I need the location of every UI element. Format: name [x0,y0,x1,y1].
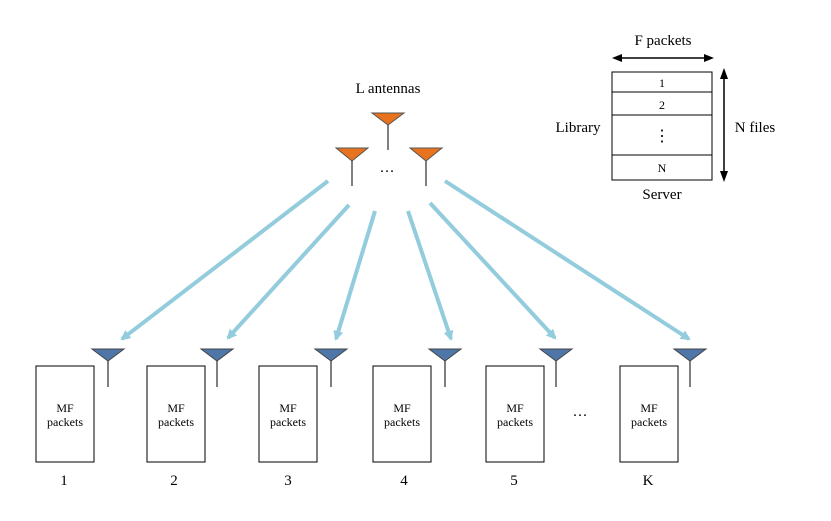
library-box [611,71,713,181]
user-cache-box [258,365,318,463]
f-packets-arrow-right-head [704,54,714,62]
base-antenna [370,112,406,150]
user-cache-line1: MF [167,401,185,415]
server-caption: Server [642,187,681,203]
user-cache-line1: MF [506,401,524,415]
arrow-to-user-1 [120,179,330,341]
base-antenna [408,147,444,186]
user-antenna-icon [427,348,463,362]
library-row-1: 1 [659,76,665,90]
users: MFpackets1MFpackets2MFpackets3MFpackets4… [35,348,708,489]
base-station: L antennas ··· [334,81,444,186]
arrow-to-user-k [443,179,691,341]
user-cache-box [146,365,206,463]
library-row-n: N [658,161,667,175]
user-label: 4 [400,473,408,489]
arrow-to-user-3 [333,210,377,341]
f-packets-arrow-left-head [612,54,622,62]
user-label: 2 [170,473,178,489]
arrow-to-user-4 [406,210,454,341]
user-antenna-icon [199,348,235,362]
server: F packets 1 2 ⋮ N Library Server N files [556,33,776,203]
user-label: K [643,473,654,489]
user-label: 5 [510,473,518,489]
library-row-vdots: ⋮ [654,128,670,145]
user-cache-box [619,365,679,463]
user-cache-line2: packets [270,415,306,429]
user-antenna-icon [313,348,349,362]
base-station-label: L antennas [356,81,421,97]
n-files-arrow-top-head [720,68,728,79]
user-cache-box [372,365,432,463]
user-antenna-icon [672,348,708,362]
library-label: Library [556,120,601,136]
user-cache-box [35,365,95,463]
base-antenna [334,147,370,186]
n-files-arrow-bottom-head [720,171,728,182]
user-label: 3 [284,473,292,489]
user-cache-line2: packets [47,415,83,429]
user-cache-line1: MF [279,401,297,415]
user-cache-line1: MF [640,401,658,415]
user-cache-box [485,365,545,463]
arrow-to-user-2 [226,203,351,340]
base-antenna-ellipsis: ··· [380,164,395,180]
user-label: 1 [60,473,68,489]
user-cache-line2: packets [158,415,194,429]
f-packets-label: F packets [634,33,691,49]
broadcast-arrows [120,179,691,341]
user-cache-line2: packets [384,415,420,429]
user-antenna-icon [538,348,574,362]
n-files-label: N files [735,120,776,136]
user-cache-line1: MF [56,401,74,415]
users-ellipsis: ··· [573,408,588,424]
user-cache-line2: packets [497,415,533,429]
user-cache-line1: MF [393,401,411,415]
library-row-2: 2 [659,98,665,112]
user-antenna-icon [90,348,126,362]
arrow-to-user-5 [428,201,557,340]
user-cache-line2: packets [631,415,667,429]
